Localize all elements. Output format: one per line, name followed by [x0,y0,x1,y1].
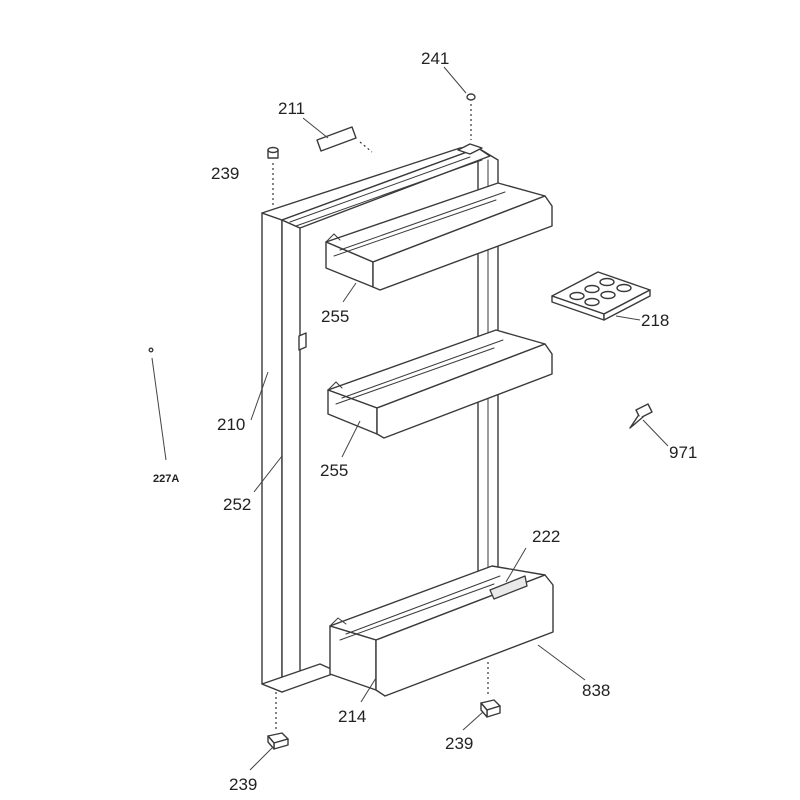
callout-214: 214 [338,707,366,726]
callout-210: 210 [217,415,245,434]
leader-lines [151,66,669,771]
callout-252: 252 [223,495,251,514]
callout-227A: 227A [153,473,179,485]
bushing-bottom-left-239 [267,692,289,750]
screw-971 [629,403,653,429]
label-plate-211 [316,126,373,153]
callout-239-bottom-left: 239 [229,775,257,794]
callout-222: 222 [532,527,560,546]
bushing-bottom-right-239 [480,662,501,718]
bushing-top-239 [267,146,279,205]
callout-241: 241 [421,49,449,68]
callout-239-top: 239 [211,164,239,183]
egg-tray-218 [551,271,651,321]
door-bin-bottom [329,565,554,697]
callout-239-bottom-right: 239 [445,734,473,753]
door-shelf-middle [327,329,553,439]
hinge-pin-241 [466,93,476,140]
callout-218: 218 [641,311,669,330]
callout-255-upper: 255 [321,307,349,326]
part-227A-marker [148,347,154,353]
callout-255-lower: 255 [320,461,348,480]
door-shelf-upper [325,182,553,291]
callout-971: 971 [669,443,697,462]
callout-838: 838 [582,681,610,700]
door-frame [261,143,499,693]
callout-labels: 241 211 239 255 218 210 227A 255 971 252… [153,49,697,794]
callout-211: 211 [278,99,305,118]
